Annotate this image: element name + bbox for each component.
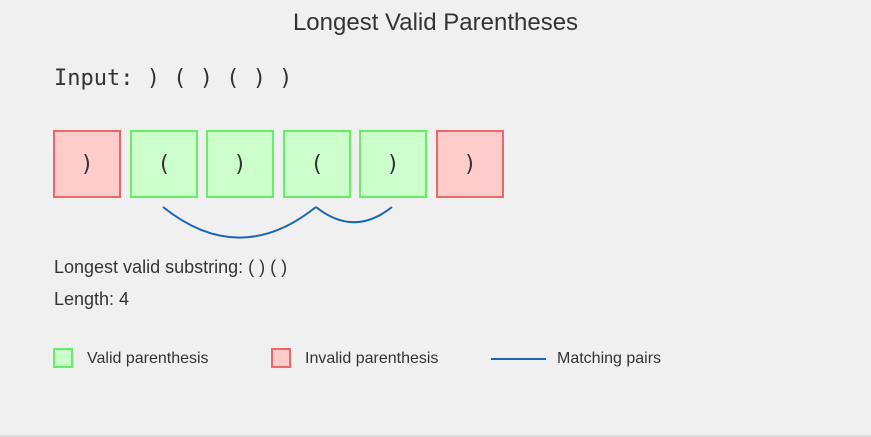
char-label: ) [463,151,477,177]
char-box: ( [130,130,198,198]
legend-invalid-swatch [271,348,291,368]
legend-pairs-label: Matching pairs [557,350,662,367]
char-box: ) [53,130,121,198]
legend-invalid-label: Invalid parenthesis [305,350,439,367]
char-label: ) [233,151,247,177]
char-label: ( [157,151,171,177]
legend-valid-label: Valid parenthesis [87,350,209,367]
char-label: ) [80,151,94,177]
char-box: ) [359,130,427,198]
matching-pair-arc [162,206,317,239]
char-box: ) [436,130,504,198]
char-label: ( [310,151,324,177]
legend-valid-swatch [53,348,73,368]
char-label: ) [386,151,400,177]
legend-pairs-line [491,358,546,360]
input-label: Input: [54,66,134,91]
input-value: ) ( ) ( ) ) [146,66,293,91]
longest-substring-text: Longest valid substring: ( ) ( ) [54,257,288,277]
input-line: Input: ) ( ) ( ) ) [54,64,292,94]
length-text: Length: 4 [54,289,130,309]
char-box: ) [206,130,274,198]
divider [0,435,871,437]
char-box: ( [283,130,351,198]
matching-pair-arc [315,206,393,224]
diagram-title: Longest Valid Parentheses [292,9,579,36]
